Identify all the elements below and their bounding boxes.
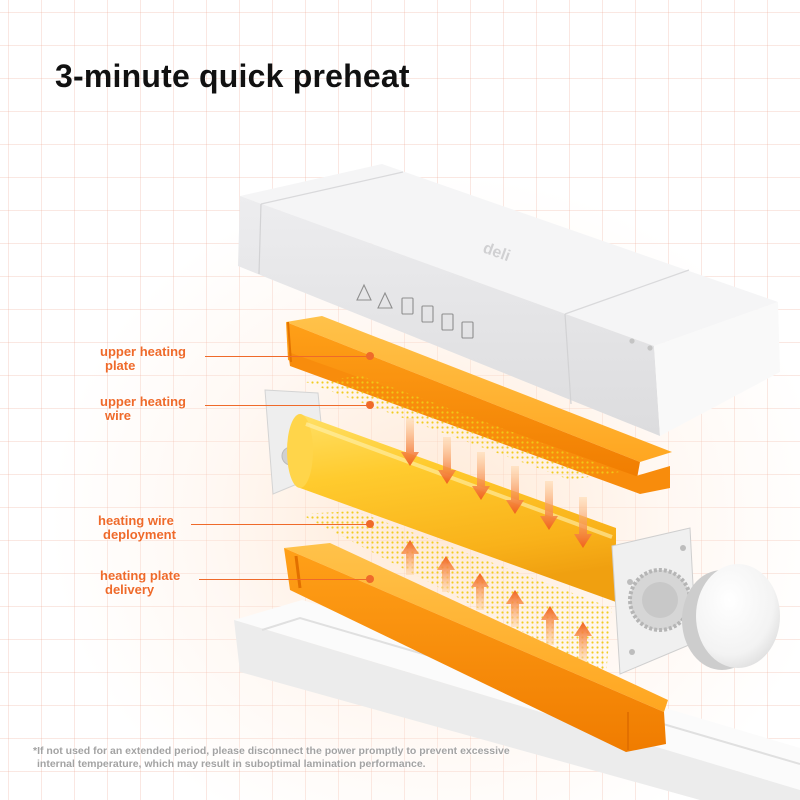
heat-up-arrow bbox=[506, 590, 524, 627]
callout-label: wire bbox=[105, 408, 132, 423]
callout-label: upper heating bbox=[100, 344, 186, 359]
warning-icon bbox=[356, 283, 372, 301]
heat-down-arrow bbox=[472, 452, 490, 500]
heat-down-arrow bbox=[506, 466, 524, 514]
callout-dot bbox=[366, 401, 374, 409]
plug-icon bbox=[461, 321, 474, 339]
callout-upper-heating-plate: upper heating plate bbox=[100, 345, 186, 373]
heat-down-arrow bbox=[574, 497, 592, 548]
upward-heat-arrows bbox=[401, 540, 592, 662]
callout-label: heating plate bbox=[100, 568, 181, 583]
callout-label: heating wire bbox=[98, 513, 174, 528]
callout-dot bbox=[366, 520, 374, 528]
callout-leader-line bbox=[199, 579, 368, 580]
heat-down-arrow bbox=[401, 418, 419, 466]
heat-up-arrow bbox=[437, 556, 455, 592]
callout-label: delivery bbox=[105, 582, 155, 597]
manual-icon bbox=[421, 305, 434, 323]
heat-down-arrow bbox=[540, 481, 558, 530]
callout-label: plate bbox=[105, 358, 136, 373]
footnote: *If not used for an extended period, ple… bbox=[33, 745, 510, 771]
right-end-cap bbox=[611, 527, 697, 675]
callout-upper-heating-wire: upper heating wire bbox=[100, 395, 186, 423]
callout-label: deployment bbox=[103, 527, 176, 542]
callout-dot bbox=[366, 352, 374, 360]
heat-up-arrow bbox=[574, 622, 592, 662]
page-title: 3-minute quick preheat bbox=[55, 58, 410, 94]
heat-up-arrow bbox=[471, 573, 489, 610]
silicone-roller bbox=[287, 414, 616, 602]
callout-leader-line bbox=[205, 356, 368, 357]
indicator-dot bbox=[647, 345, 653, 351]
control-knob bbox=[682, 564, 780, 670]
upper-heating-wire-mesh bbox=[306, 376, 620, 480]
callout-label: upper heating bbox=[100, 394, 186, 409]
document-icon bbox=[441, 313, 454, 331]
callout-heating-wire-deployment: heating wire deployment bbox=[98, 514, 176, 542]
footnote-line: *If not used for an extended period, ple… bbox=[33, 745, 510, 757]
callout-leader-line bbox=[191, 524, 368, 525]
laminator-top-housing: deli bbox=[238, 164, 780, 436]
no-touch-icon bbox=[401, 297, 414, 315]
callout-dot bbox=[366, 575, 374, 583]
lower-heating-plate bbox=[284, 543, 668, 752]
downward-heat-arrows bbox=[401, 418, 592, 548]
heat-down-arrow bbox=[438, 437, 456, 484]
device-icons bbox=[356, 283, 474, 339]
heat-up-arrow bbox=[541, 606, 559, 645]
heat-up-arrow bbox=[401, 540, 419, 575]
footnote-line: internal temperature, which may result i… bbox=[37, 758, 426, 770]
lower-heating-wire-mesh bbox=[300, 511, 612, 676]
callout-heating-plate-delivery: heating plate delivery bbox=[100, 569, 180, 597]
indicator-dot bbox=[629, 338, 635, 344]
callout-leader-line bbox=[205, 405, 368, 406]
warning-icon bbox=[377, 291, 393, 309]
